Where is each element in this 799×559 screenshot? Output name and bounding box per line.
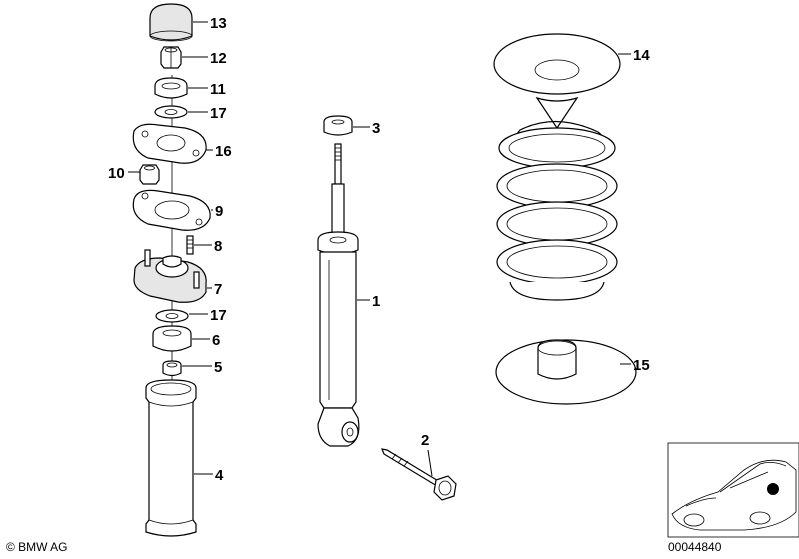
bushing [162,360,182,377]
rubber-mount [323,115,353,136]
stud-bolt [186,235,194,255]
callout-13: 13 [210,15,227,32]
callout-17-upper: 17 [210,105,227,122]
callout-14: 14 [633,47,650,64]
location-marker-icon [767,483,779,495]
protective-boot [145,379,197,537]
shock-absorber [317,143,360,447]
lower-spring-seat [495,339,637,405]
copyright-text: © BMW AG [6,540,68,554]
callout-12: 12 [210,50,227,67]
callout-16: 16 [215,143,232,160]
shim-ring-lower [155,309,189,323]
callout-2: 2 [421,432,429,449]
callout-9: 9 [215,203,223,220]
upper-spring-seat [493,33,621,130]
mounting-plate [132,189,211,231]
bump-cup [152,325,192,352]
callout-11: 11 [210,81,226,98]
callout-8: 8 [214,238,222,255]
callout-15: 15 [633,357,650,374]
callout-7: 7 [214,281,222,298]
mounting-bolt [381,448,457,501]
callout-3: 3 [372,120,380,137]
strut-mount [133,249,207,303]
collar-nut [139,164,160,185]
support-washer [154,77,188,99]
callout-1: 1 [372,293,380,310]
vehicle-location-thumbnail [667,442,799,538]
hex-nut [160,46,182,69]
callout-17-lower: 17 [210,307,227,324]
coil-spring [496,120,618,301]
callout-6: 6 [212,332,220,349]
diagram-number: 00044840 [668,540,722,554]
shim-ring-upper [154,105,188,119]
callout-4: 4 [215,467,224,484]
callout-5: 5 [214,359,222,376]
gasket-plate [132,123,207,164]
dust-cap [149,3,193,42]
callout-10: 10 [108,165,125,182]
